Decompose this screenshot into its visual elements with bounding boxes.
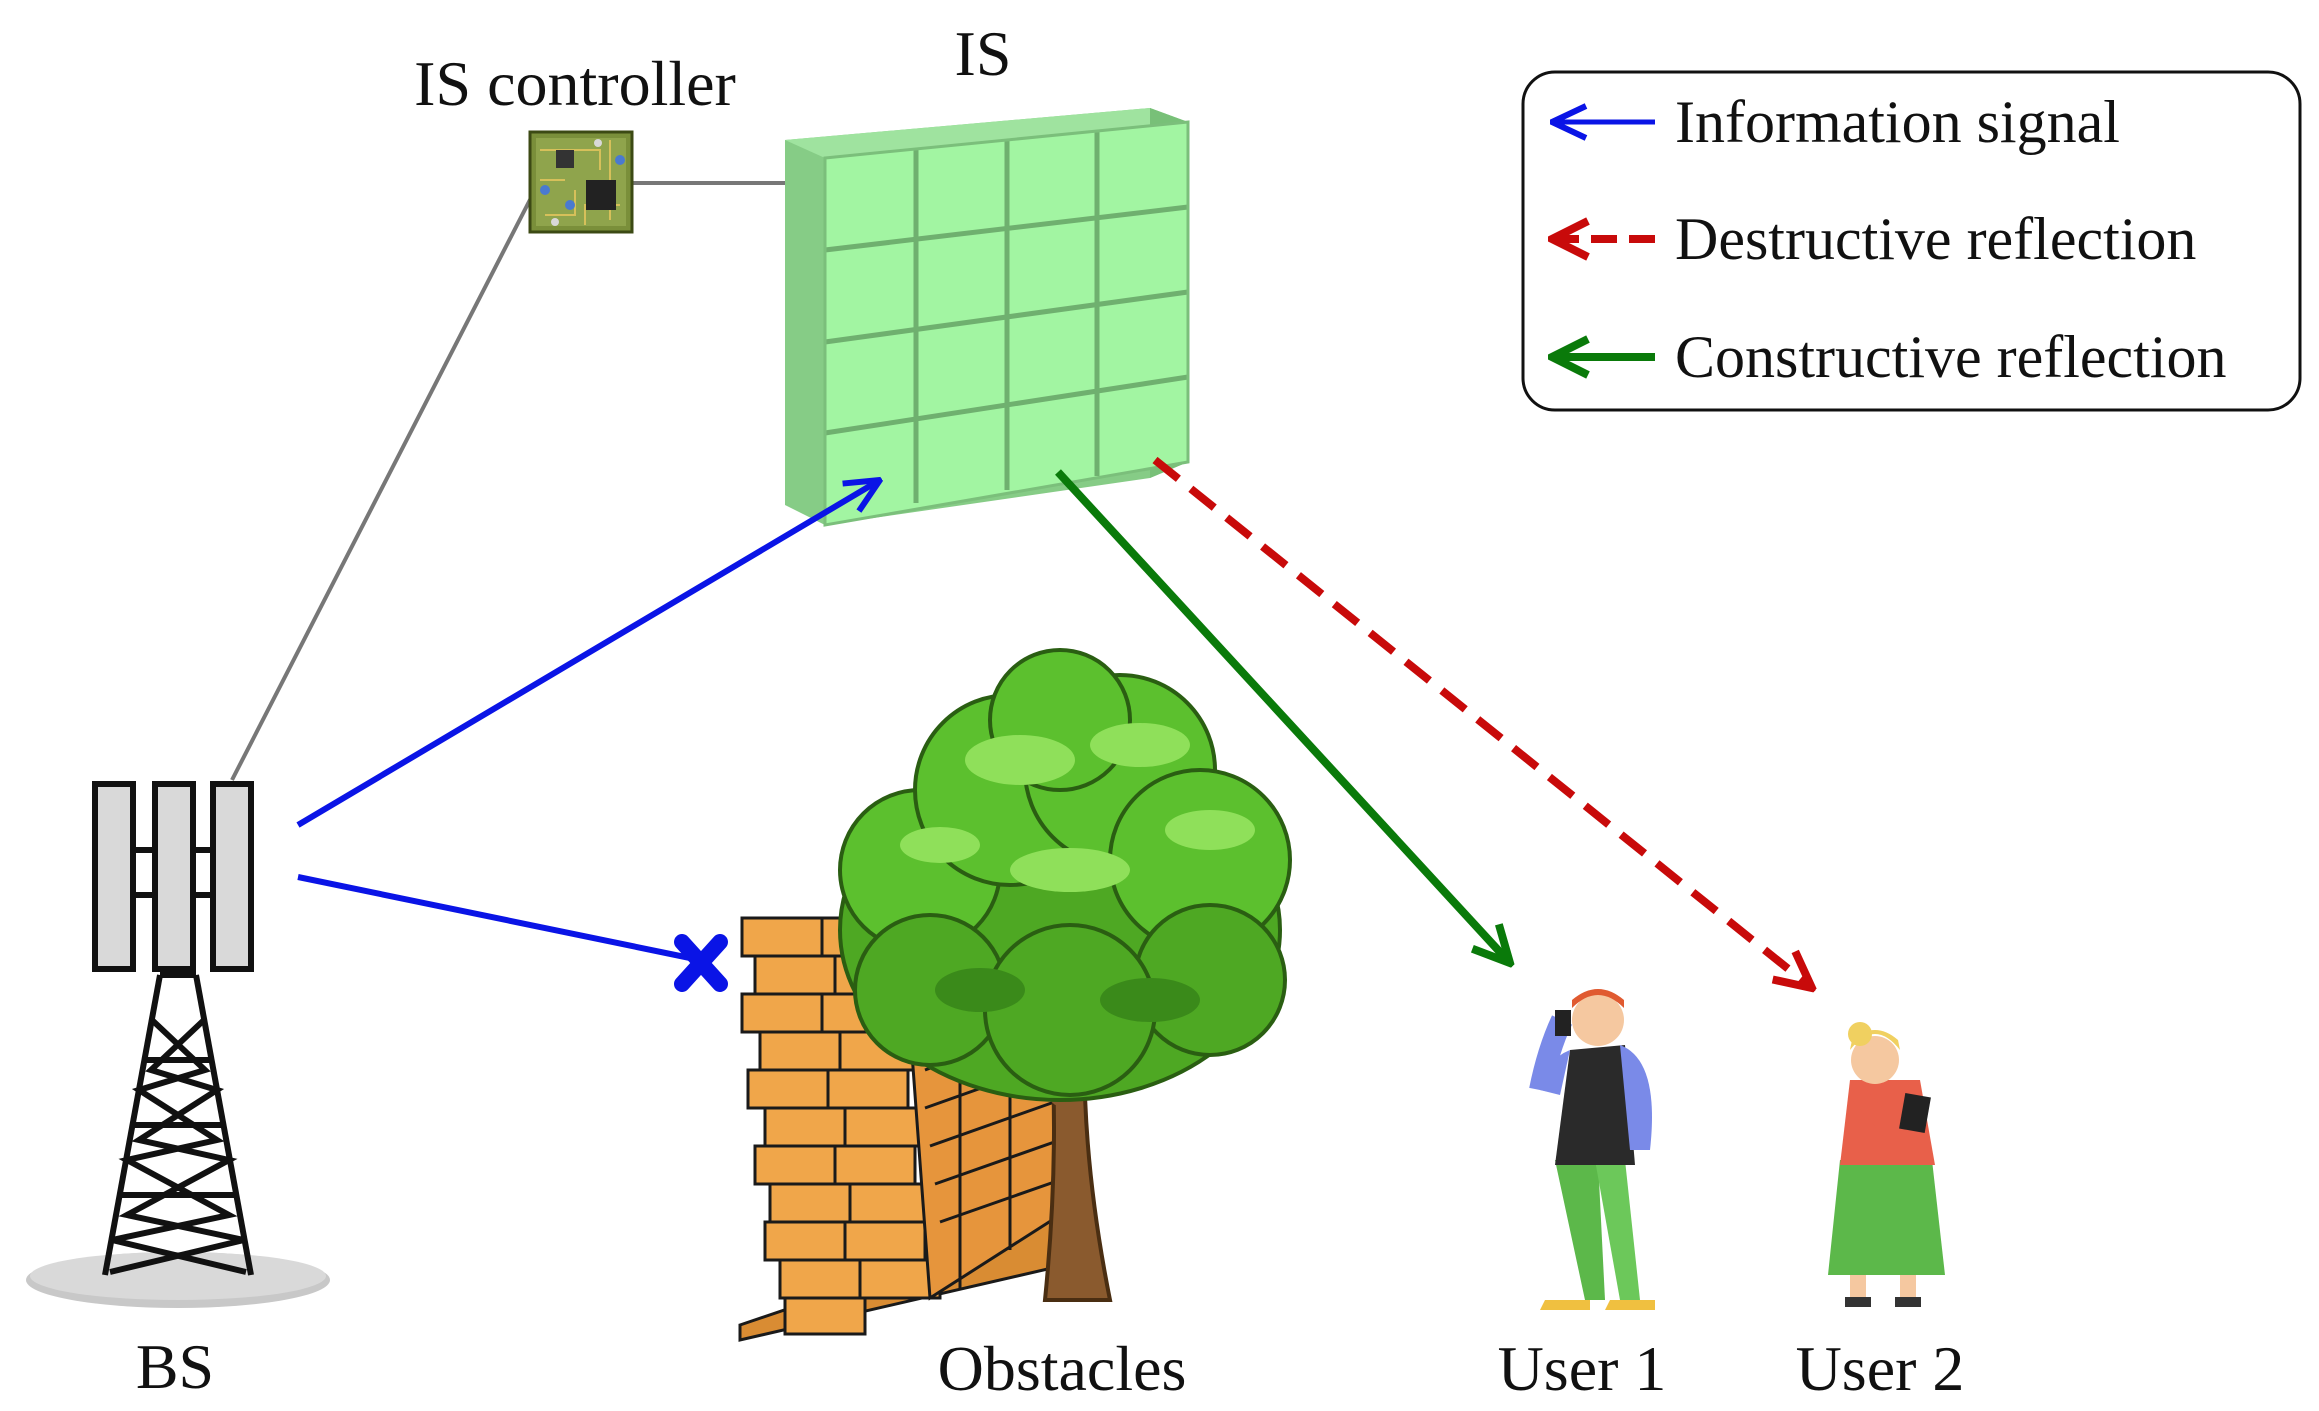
intelligent-surface: [785, 108, 1190, 527]
user2-label: User 2: [1796, 1333, 1965, 1404]
tree-icon: [838, 648, 1292, 1302]
bs-label: BS: [136, 1331, 214, 1402]
legend-label-destructive: Destructive reflection: [1675, 206, 2196, 272]
x-mark-icon: [674, 934, 728, 992]
cell-tower-icon: [26, 781, 330, 1308]
constructive-reflection-arrow: [1055, 469, 1510, 963]
legend-item-information: Information signal: [1552, 89, 2120, 155]
circuit-board-icon: [528, 130, 634, 234]
legend-item-destructive: Destructive reflection: [1552, 206, 2196, 272]
legend-label-constructive: Constructive reflection: [1675, 324, 2226, 390]
surface-label: IS: [955, 18, 1012, 89]
person-tablet-icon: [1828, 1022, 1945, 1307]
information-signal-blocked: [297, 874, 691, 961]
legend-label-information: Information signal: [1675, 89, 2120, 155]
information-signal-to-is: [296, 480, 880, 828]
person-phone-icon: [1529, 989, 1655, 1310]
legend-box: [1521, 70, 2302, 412]
user1-label: User 1: [1498, 1333, 1667, 1404]
legend-item-constructive: Constructive reflection: [1552, 324, 2226, 390]
obstacles-label: Obstacles: [938, 1333, 1187, 1404]
destructive-reflection-arrow: [1152, 456, 1812, 988]
legend: Information signal Destructive reflectio…: [1521, 70, 2302, 412]
control-wire-bs-to-controller: [230, 189, 537, 781]
controller-label: IS controller: [414, 48, 736, 119]
